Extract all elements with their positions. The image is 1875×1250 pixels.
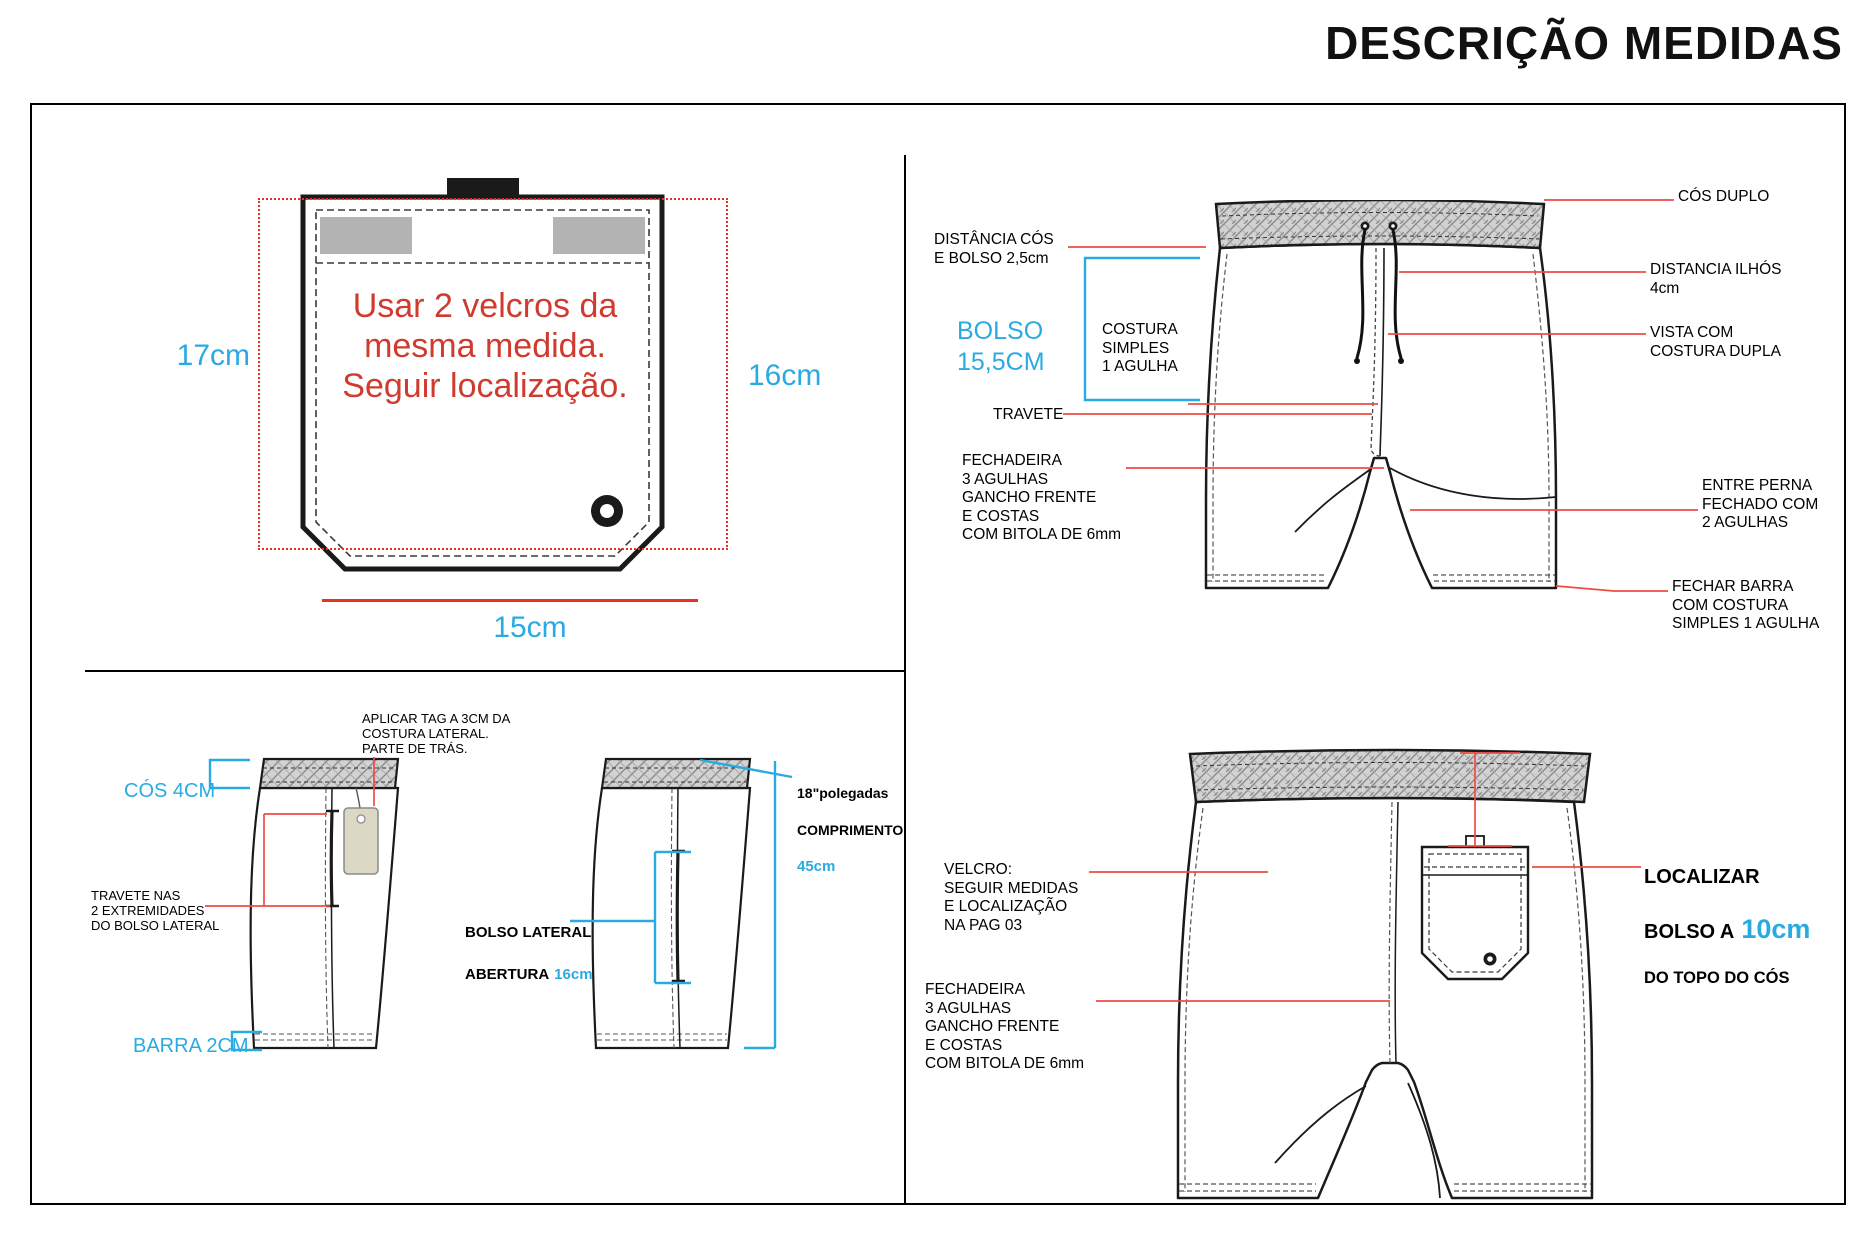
horizontal-divider — [85, 670, 905, 672]
front-panel-seam-left — [1294, 467, 1373, 533]
drawstring — [1354, 228, 1404, 364]
localizar-line3: DO TOPO DO CÓS — [1644, 969, 1790, 988]
side-view-1-drawing — [249, 757, 400, 1050]
comprimento-line1: 18"polegadas — [797, 785, 889, 802]
back-view-drawing — [1176, 748, 1594, 1200]
pocket-dim-line-bottom — [322, 599, 698, 602]
back-waistband-stitch — [1195, 762, 1585, 791]
back-body-outline — [1176, 796, 1594, 1200]
label-travete: TRAVETE — [993, 406, 1064, 423]
label-fechadeira-front: FECHADEIRA 3 AGULHAS GANCHO FRENTE E COS… — [962, 452, 1122, 544]
back-waistband — [1188, 748, 1592, 804]
side1-pocket-opening — [329, 810, 334, 907]
label-cos-4cm: CÓS 4CM — [124, 780, 216, 802]
front-waistband-stitch — [1220, 212, 1540, 240]
pocket-dim-box — [258, 198, 728, 550]
pocket-stitch-line — [315, 209, 650, 557]
back-stitching — [1179, 801, 1591, 1192]
front-fly-seam — [1379, 247, 1385, 457]
hang-tag — [343, 787, 379, 875]
dim-15cm: 15cm — [493, 611, 567, 644]
localizar-value: 10cm — [1741, 914, 1811, 944]
label-bolso-155: BOLSO 15,5CM — [957, 317, 1045, 377]
back-pocket-outline — [1420, 845, 1530, 981]
back-pocket-stitch — [1424, 853, 1526, 973]
page-title: DESCRIÇÃO MEDIDAS — [1325, 17, 1843, 69]
label-fechadeira-back: FECHADEIRA 3 AGULHAS GANCHO FRENTE E COS… — [925, 981, 1085, 1073]
label-cos-duplo: CÓS DUPLO — [1678, 188, 1770, 205]
localizar-line1: LOCALIZAR — [1644, 866, 1760, 888]
comprimento-value: 45cm — [797, 857, 836, 875]
back-panel-seam-right — [1407, 1082, 1441, 1199]
outer-frame — [30, 103, 1846, 1205]
front-view-drawing — [1204, 200, 1558, 590]
front-panel-seam-right — [1389, 467, 1557, 500]
label-aplicar-tag: APLICAR TAG A 3CM DA COSTURA LATERAL. PA… — [362, 711, 511, 756]
vertical-divider — [904, 155, 906, 1205]
back-panel-seam-left — [1274, 1085, 1367, 1164]
pocket-outline — [300, 194, 665, 572]
side2-pocket-opening — [675, 850, 680, 982]
pocket-drawing — [300, 178, 665, 572]
front-fly-stitch — [1370, 247, 1381, 457]
label-travete-bolso-lateral: TRAVETE NAS 2 EXTREMIDADES DO BOLSO LATE… — [91, 888, 220, 933]
label-vista: VISTA COM COSTURA DUPLA — [1650, 324, 1781, 360]
front-waistband — [1214, 200, 1546, 250]
dim-17cm: 17cm — [176, 339, 250, 372]
label-barra-2cm: BARRA 2CM — [133, 1035, 249, 1057]
dim-16cm: 16cm — [748, 359, 822, 392]
back-center-seam — [1394, 801, 1399, 1064]
label-distancia-ilhos: DISTANCIA ILHÓS 4cm — [1650, 261, 1782, 297]
label-entre-perna: ENTRE PERNA FECHADO COM 2 AGULHAS — [1702, 477, 1819, 532]
label-velcro-note: VELCRO: SEGUIR MEDIDAS E LOCALIZAÇÃO NA … — [944, 861, 1079, 934]
eyelets-icon — [1360, 221, 1398, 231]
label-costura-simples: COSTURA SIMPLES 1 AGULHA — [1102, 321, 1178, 376]
abertura-value: 16cm — [554, 966, 593, 983]
front-stitching — [1207, 253, 1555, 582]
pocket-hanger-tab — [447, 178, 519, 198]
label-distancia-cos: DISTÂNCIA CÓS E BOLSO 2,5cm — [934, 231, 1054, 267]
label-comprimento: 18"polegadas COMPRIMENTO 45cm — [797, 766, 903, 895]
side2-waistband — [600, 757, 752, 790]
velcro-left — [320, 217, 412, 254]
label-fechar-barra: FECHAR BARRA COM COSTURA SIMPLES 1 AGULH… — [1672, 578, 1820, 633]
velcro-right — [553, 217, 645, 254]
bolso-lateral-line1: BOLSO LATERAL — [465, 924, 592, 941]
pocket-velcro-note: Usar 2 velcros da mesma medida. Seguir l… — [342, 287, 628, 406]
comprimento-line2: COMPRIMENTO — [797, 821, 904, 838]
side1-waistband — [258, 757, 400, 790]
side-view-2-drawing — [591, 757, 752, 1050]
back-pocket — [1420, 835, 1530, 981]
